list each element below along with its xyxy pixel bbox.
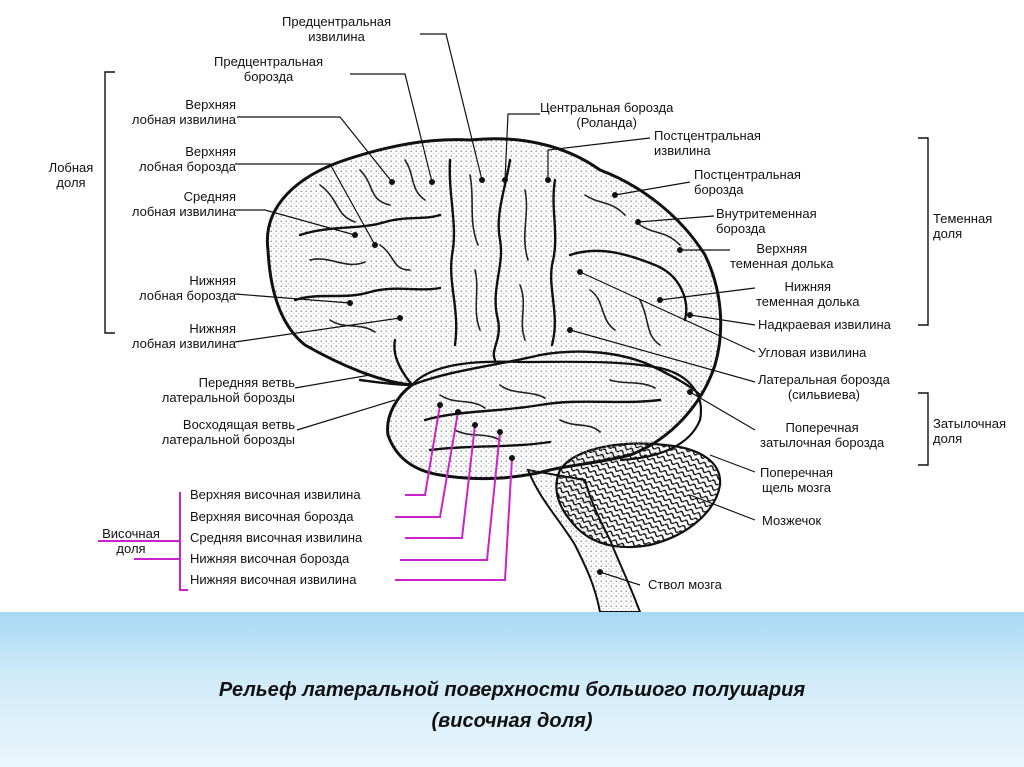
label-lateral-sulcus: Латеральная борозда (сильвиева) [758,372,890,402]
label-postcentral-gyrus: Постцентральная извилина [654,128,761,158]
temporal-leader-lines [98,404,513,591]
label-transverse-fissure: Поперечная щель мозга [760,465,834,495]
label-superior-temporal-gyrus: Верхняя височная извилина [190,487,361,502]
label-postcentral-sulcus: Постцентральная борозда [694,167,801,197]
brain-diagram: Предцентральная извилина Предцентральная… [48,14,1006,612]
label-anterior-ramus: Передняя ветвь латеральной борозды [161,375,295,405]
lobe-brackets [104,71,929,466]
label-inferior-temporal-gyrus: Нижняя височная извилина [190,572,357,587]
caption-band: Рельеф латеральной поверхности большого … [0,612,1024,767]
label-intraparietal-sulcus: Внутритеменная борозда [716,206,817,236]
leader-lines [234,33,756,586]
label-temporal-lobe: Височная доля [102,526,160,556]
hemisphere-shape [265,137,723,481]
label-superior-frontal-gyrus: Верхняя лобная извилина [131,97,236,127]
gyri-texture [309,159,681,441]
label-parietal-lobe: Теменная доля [933,211,993,241]
caption-line-1: Рельеф латеральной поверхности большого … [218,679,806,701]
leader-dots [347,177,693,575]
label-frontal-lobe: Лобная доля [48,160,94,190]
label-cerebellum: Мозжечок [762,513,822,528]
label-central-sulcus: Центральная борозда (Роланда) [540,100,674,130]
label-precentral-sulcus: Предцентральная борозда [214,54,324,84]
label-superior-frontal-sulcus: Верхняя лобная борозда [139,144,236,174]
label-transverse-occipital-sulcus: Поперечная затылочная борозда [760,420,885,450]
label-brainstem: Ствол мозга [648,577,722,592]
caption-line-2: (височная доля) [431,710,593,732]
label-inferior-parietal-lobule: Нижняя теменная долька [756,279,860,309]
label-inferior-frontal-sulcus: Нижняя лобная борозда [139,273,236,303]
label-ascending-ramus: Восходящая ветвь латеральной борозды [161,417,295,447]
label-superior-parietal-lobule: Верхняя теменная долька [730,241,834,271]
label-inferior-frontal-gyrus: Нижняя лобная извилина [131,321,236,351]
label-inferior-temporal-sulcus: Нижняя височная борозда [190,551,350,566]
brain-illustration [98,33,929,612]
label-angular-gyrus: Угловая извилина [758,345,867,360]
label-middle-temporal-gyrus: Средняя височная извилина [190,530,363,545]
label-superior-temporal-sulcus: Верхняя височная борозда [190,509,354,524]
label-supramarginal-gyrus: Надкраевая извилина [758,317,891,332]
label-precentral-gyrus: Предцентральная извилина [282,14,392,44]
label-middle-frontal-gyrus: Средняя лобная извилина [131,189,236,219]
label-occipital-lobe: Затылочная доля [933,416,1006,446]
